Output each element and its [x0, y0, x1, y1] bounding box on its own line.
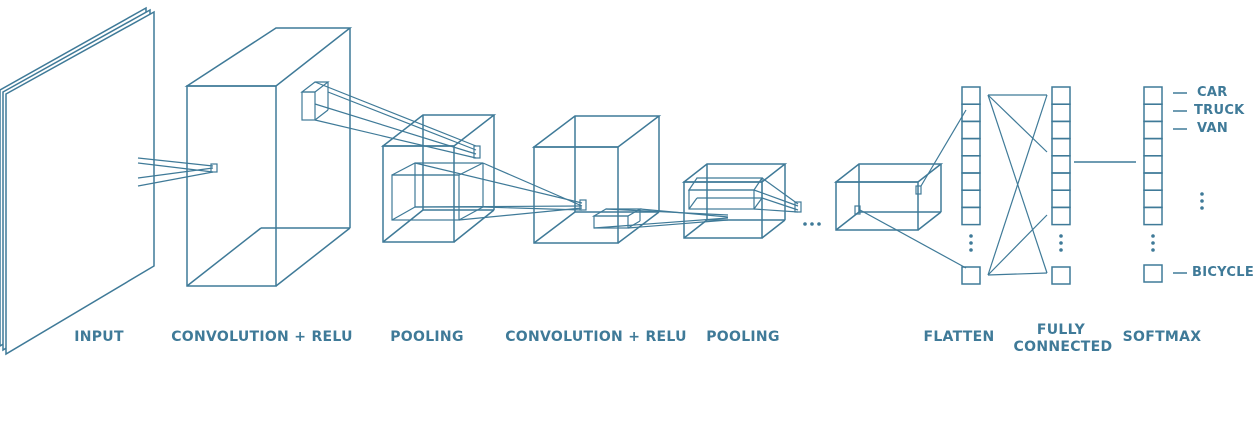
fc-last-node [1051, 266, 1071, 285]
softmax-dots [1151, 234, 1155, 252]
label-connected: CONNECTED [1013, 339, 1113, 355]
pool1-to-conv2-lines [414, 162, 587, 221]
label-flatten: FLATTEN [923, 329, 995, 345]
flatten-node [961, 155, 981, 174]
fc-node [1051, 137, 1071, 157]
softmax-column [1143, 86, 1163, 226]
class-label-van: VAN [1197, 121, 1229, 136]
conv1-kernel [300, 81, 481, 159]
input-image-stack [0, 6, 155, 356]
flatten-column [961, 86, 981, 226]
fully-connected-column [1051, 86, 1071, 226]
flatten-node [961, 137, 981, 157]
class-label-truck: TRUCK [1194, 103, 1245, 118]
label-fully: FULLY [1036, 322, 1086, 338]
softmax-last-node [1143, 264, 1163, 283]
pool1-inner-block [391, 162, 484, 221]
flatten-dots [969, 234, 973, 252]
softmax-node [1143, 155, 1163, 174]
label-pool2: POOLING [706, 329, 780, 345]
class-dots [1200, 192, 1204, 210]
flatten-node [961, 189, 981, 209]
fc-node [1051, 155, 1071, 174]
fc-node [1051, 172, 1071, 191]
softmax-node [1143, 120, 1163, 140]
flatten-to-fc-connections [987, 94, 1048, 276]
softmax-node [1143, 103, 1163, 123]
class-ticks [1173, 92, 1187, 274]
fc-node [1051, 206, 1071, 226]
label-input: INPUT [74, 329, 124, 345]
softmax-node [1143, 137, 1163, 157]
ellipsis-dots [803, 222, 821, 226]
label-softmax: SOFTMAX [1122, 329, 1202, 345]
fc-node [1051, 86, 1071, 105]
input-receptive-lines [137, 157, 218, 187]
conv1-block [184, 27, 353, 287]
softmax-node [1143, 86, 1163, 105]
flatten-node [961, 86, 981, 105]
final-feature-block [833, 109, 967, 269]
conv2-block [531, 115, 662, 244]
fc-dots [1059, 234, 1063, 252]
softmax-node [1143, 206, 1163, 226]
fc-node [1051, 120, 1071, 140]
pool2-inner-block [687, 177, 802, 213]
label-pool1: POOLING [390, 329, 464, 345]
label-conv2: CONVOLUTION + RELU [505, 329, 687, 345]
class-label-car: CAR [1197, 85, 1228, 100]
class-label-bicycle: BICYCLE [1192, 265, 1255, 280]
fc-node [1051, 103, 1071, 123]
fc-node [1051, 189, 1071, 209]
softmax-node [1143, 189, 1163, 209]
label-conv1: CONVOLUTION + RELU [171, 329, 353, 345]
flatten-node [961, 172, 981, 191]
flatten-node [961, 206, 981, 226]
flatten-last-node [961, 266, 981, 285]
flatten-node [961, 120, 981, 140]
softmax-node [1143, 172, 1163, 191]
